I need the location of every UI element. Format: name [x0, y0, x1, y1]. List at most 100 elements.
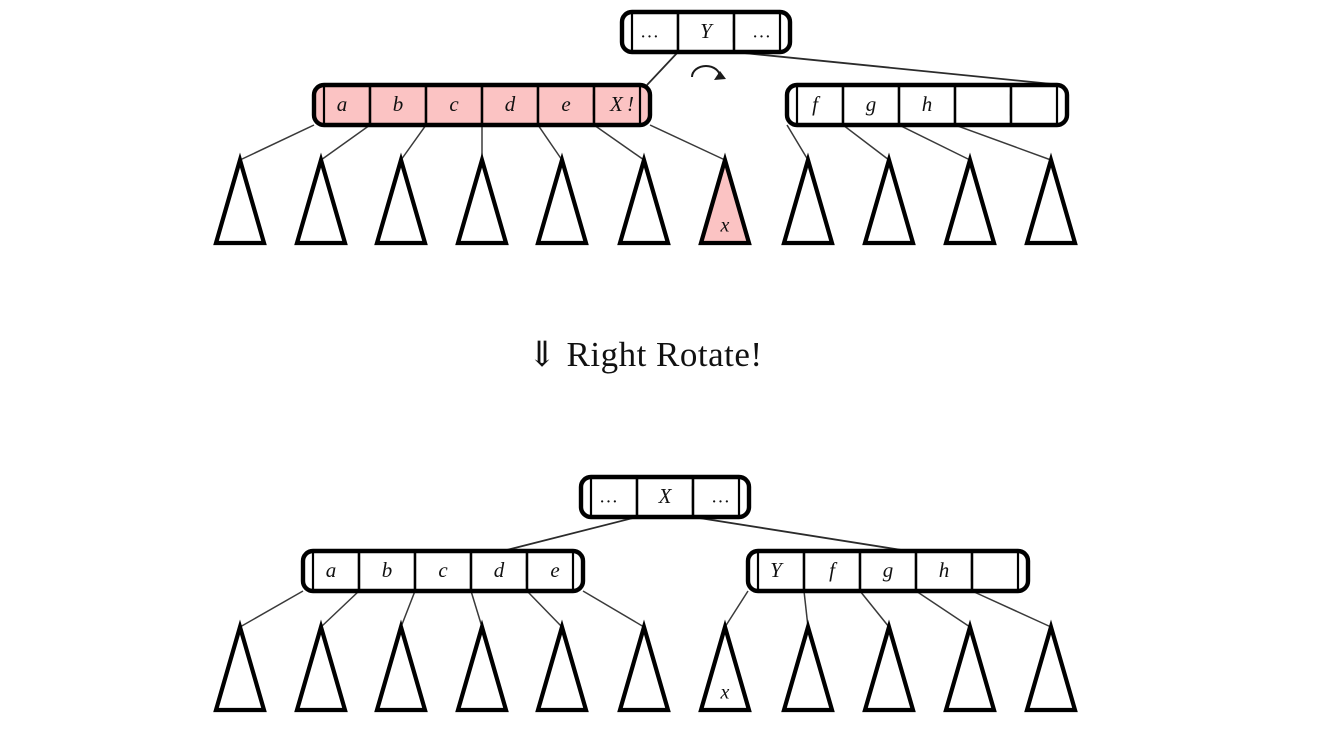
after-right-cell-Y[interactable]: Y: [746, 549, 806, 593]
before-right-cell-label-1: g: [866, 92, 877, 116]
after-right-subtree-shape-2: [862, 619, 916, 713]
before-root-cell-empty2[interactable]: …: [732, 10, 792, 54]
before-edge-root-right: [733, 51, 1063, 86]
before-left-subtree-shape-0: [213, 152, 267, 246]
after-right-subtree-shape-0: [698, 619, 752, 713]
before-left-cell-e[interactable]: e: [536, 83, 596, 127]
after-left-subtree-shape-4: [535, 619, 589, 713]
after-right-cell-h[interactable]: h: [914, 549, 974, 593]
before-left-cell-d[interactable]: d: [480, 83, 540, 127]
before-right-cell-empty3[interactable]: [953, 83, 1013, 127]
before-right-subtree-shape-1: [862, 152, 916, 246]
before-root-cell-Y[interactable]: Y: [676, 10, 736, 54]
before-edge-left-4: [537, 124, 563, 161]
after-right-cell-g[interactable]: g: [858, 549, 918, 593]
before-left-subtree-shape-2: [374, 152, 428, 246]
before-left-cell-label-0: a: [337, 92, 348, 116]
after-right-cell-empty4[interactable]: [970, 549, 1030, 593]
before-edge-left-6: [649, 124, 726, 161]
before-left-subtree-6[interactable]: x: [698, 152, 752, 246]
before-edge-right-1: [842, 124, 890, 161]
after-left-subtree-2[interactable]: [374, 619, 428, 713]
before-left-cell-bg-fill-5: [592, 83, 642, 127]
after-left-subtree-5[interactable]: [617, 619, 671, 713]
before-edge-left-5: [593, 124, 645, 161]
before-right-subtree-shape-3: [1024, 152, 1078, 246]
after-right-cell-label-2: g: [883, 558, 894, 582]
after-left-subtree-0[interactable]: [213, 619, 267, 713]
after-root-cell-label-1: X: [658, 484, 673, 508]
after-edge-right-1: [803, 590, 809, 628]
caption-right-rotate: ⇓ Right Rotate!: [527, 335, 762, 374]
after-root-cell-label-0: …: [599, 486, 619, 507]
after-left-cell-e[interactable]: e: [525, 549, 585, 593]
after-root-cell-empty2[interactable]: …: [691, 475, 751, 519]
before-right-subtree-2[interactable]: [943, 152, 997, 246]
caption-group: ⇓ Right Rotate!: [527, 335, 762, 374]
before-edge-left-1: [320, 124, 371, 161]
after-right-cell-label-3: h: [939, 558, 950, 582]
after-left-cell-d[interactable]: d: [469, 549, 529, 593]
after-left-cell-b[interactable]: b: [357, 549, 417, 593]
after-right-subtree-0[interactable]: x: [698, 619, 752, 713]
before-left-subtree-5[interactable]: [617, 152, 671, 246]
before-edge-root-left: [646, 51, 679, 86]
before-right-cell-bg-fill-4: [1009, 83, 1059, 127]
before-left-cell-c[interactable]: c: [424, 83, 484, 127]
after-right-outline: [745, 548, 1031, 594]
before-root-cell-bg-fill-2: [732, 10, 782, 54]
after-right-cell-label-1: f: [829, 558, 838, 582]
after-left-subtree-3[interactable]: [455, 619, 509, 713]
before-right-cell-f[interactable]: f: [785, 83, 845, 127]
after-right-subtree-3[interactable]: [943, 619, 997, 713]
before-right-cell-label-0: f: [812, 92, 821, 116]
after-left-subtree-shape-1: [294, 619, 348, 713]
after-right-subtree-2[interactable]: [862, 619, 916, 713]
before-right-subtree-3[interactable]: [1024, 152, 1078, 246]
before-left-cell-a[interactable]: a: [312, 83, 372, 127]
before-root-outline: [619, 9, 793, 55]
after-left-subtree-1[interactable]: [294, 619, 348, 713]
before-left-subtree-2[interactable]: [374, 152, 428, 246]
before-left-subtree-0[interactable]: [213, 152, 267, 246]
before-right-subtree-0[interactable]: [781, 152, 835, 246]
before-edge-right-3: [954, 124, 1052, 161]
before-left-subtree-label-6: x: [720, 215, 730, 237]
after-right-subtree-1[interactable]: [781, 619, 835, 713]
before-left-subtree-3[interactable]: [455, 152, 509, 246]
after-edge-right-4: [971, 590, 1052, 628]
before-left-cell-b[interactable]: b: [368, 83, 428, 127]
after-left-subtree-shape-2: [374, 619, 428, 713]
after-left-cell-label-3: d: [494, 558, 505, 582]
before-right-subtree-shape-2: [943, 152, 997, 246]
before-left-cell-label-5: X !: [609, 92, 634, 116]
before-left-cell-X[interactable]: X !: [592, 83, 652, 127]
before-root-cell-empty0[interactable]: …: [620, 10, 680, 54]
after-root-root-node-x[interactable]: … X …: [578, 474, 752, 520]
after-root-cell-empty0[interactable]: …: [579, 475, 639, 519]
after-left-subtree-4[interactable]: [535, 619, 589, 713]
before-left-subtree-4[interactable]: [535, 152, 589, 246]
after-edge-root-right: [692, 516, 909, 552]
before-right-cell-g[interactable]: g: [841, 83, 901, 127]
before-right-cell-h[interactable]: h: [897, 83, 957, 127]
before-right-cell-empty4[interactable]: [1009, 83, 1069, 127]
after-right-cell-f[interactable]: f: [802, 549, 862, 593]
after-left-cell-c[interactable]: c: [413, 549, 473, 593]
before-left-cell-label-4: e: [561, 92, 570, 116]
after-right-subtree-4[interactable]: [1024, 619, 1078, 713]
before-root-root-node-y[interactable]: …Y…: [619, 9, 793, 55]
after-left-cell-a[interactable]: a: [301, 549, 361, 593]
after-right-subtree-shape-3: [943, 619, 997, 713]
before-edge-left-0: [239, 124, 315, 161]
after-edge-left-0: [239, 590, 304, 628]
before-left-subtree-1[interactable]: [294, 152, 348, 246]
after-root-cell-X[interactable]: X: [635, 475, 695, 519]
before-right-subtree-1[interactable]: [862, 152, 916, 246]
